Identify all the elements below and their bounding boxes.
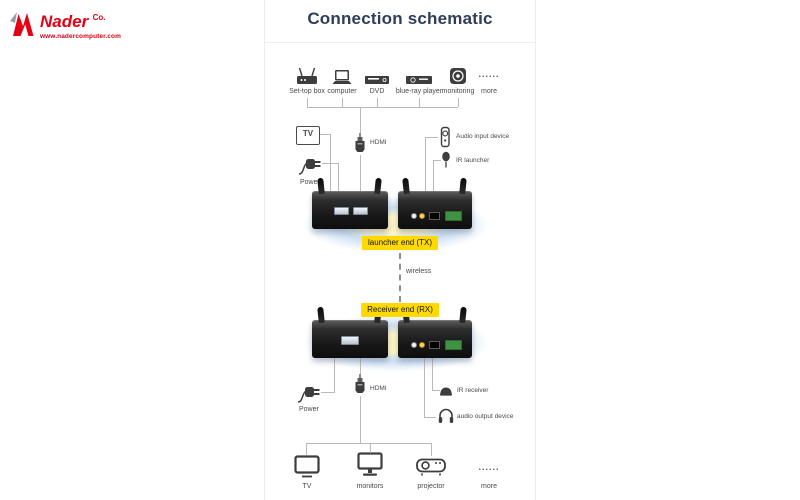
- connector-line: [425, 137, 438, 138]
- tx-tag: launcher end (TX): [361, 236, 439, 250]
- brand-logo: Nader Co. www.nadercomputer.com: [10, 8, 160, 44]
- ir-receiver-icon: [440, 387, 452, 396]
- power-label-bottom: Power: [299, 406, 319, 413]
- wireless-label: wireless: [406, 268, 432, 275]
- connector-line: [432, 390, 440, 391]
- output-label-more: more: [481, 483, 497, 490]
- connector-line: [433, 160, 434, 192]
- source-label-monitoring: monitoring: [441, 88, 475, 95]
- connector-line: [360, 357, 361, 375]
- connector-line: [431, 443, 432, 456]
- source-label-more: more: [481, 88, 497, 95]
- dvd-player-icon: [365, 76, 389, 84]
- content-frame-right: [535, 0, 536, 500]
- hdmi-port: [334, 207, 349, 215]
- connector-line: [306, 443, 307, 455]
- brand-text: Nader Co. www.nadercomputer.com: [40, 13, 121, 40]
- connector-line: [321, 392, 334, 393]
- rx-tag: Receiver end (RX): [361, 303, 439, 317]
- connector-line: [338, 163, 339, 192]
- antenna: [317, 306, 325, 324]
- power-plug-icon: [298, 159, 321, 175]
- output-label-monitors: monitors: [356, 483, 384, 490]
- terminal-block: [445, 211, 462, 221]
- hdmi-port: [341, 336, 359, 345]
- power-plug-icon: [297, 387, 320, 403]
- connector-line: [370, 443, 371, 453]
- connector-line: [318, 134, 330, 135]
- connector-line: [433, 160, 441, 161]
- tx-front-box: [312, 177, 388, 229]
- brand-name: Nader: [40, 12, 89, 31]
- io-port: [429, 341, 440, 349]
- rx-front-box: [312, 306, 388, 358]
- antenna: [402, 177, 410, 195]
- wireless-link-line: [399, 253, 401, 302]
- bluray-player-icon: [406, 76, 432, 84]
- ir-receiver-label: IR receiver: [457, 387, 489, 394]
- ir-launcher-label: IR launcher: [456, 157, 490, 164]
- rca-jack-white: [411, 342, 417, 348]
- title-divider: [265, 42, 535, 43]
- source-label-set-top-box: Set-top box: [289, 88, 325, 95]
- hdmi-connector-icon: [355, 374, 365, 393]
- connector-line: [424, 417, 436, 418]
- source-label-computer: computer: [327, 88, 357, 95]
- source-label-bluray: blue-ray player: [395, 88, 443, 95]
- connector-line: [307, 98, 308, 107]
- audio-input-label: Audio input device: [456, 133, 510, 140]
- audio-input-device-icon: [440, 126, 450, 148]
- output-label-projector: projector: [417, 483, 445, 490]
- audio-output-label: audio output device: [457, 413, 514, 420]
- brand-suffix: Co.: [92, 13, 106, 22]
- rca-jack-yellow: [419, 342, 425, 348]
- set-top-box-icon: [297, 67, 317, 84]
- antenna: [459, 177, 467, 195]
- antenna: [459, 306, 467, 324]
- hdmi-label-bottom: HDMI: [370, 385, 387, 392]
- connector-line: [322, 163, 338, 164]
- source-label-dvd: DVD: [369, 88, 385, 95]
- tx-rear-box: [398, 177, 472, 229]
- output-label-tv: TV: [302, 483, 312, 490]
- antenna: [317, 177, 325, 195]
- connector-line: [425, 137, 426, 192]
- page-title: Connection schematic: [307, 9, 493, 28]
- source-bus-line: [307, 107, 458, 108]
- connector-line: [342, 98, 343, 107]
- ellipsis-dots: ......: [478, 69, 500, 79]
- connector-line: [334, 357, 335, 393]
- projector-icon: [416, 458, 446, 476]
- power-label-top: Power: [300, 179, 320, 186]
- connector-line: [360, 107, 361, 133]
- tv-icon: [294, 455, 320, 478]
- antenna: [374, 177, 382, 195]
- tv-source-box: TV: [296, 126, 320, 145]
- connector-line: [432, 357, 433, 390]
- content-frame-left: [264, 0, 265, 500]
- monitor-icon: [357, 452, 383, 476]
- connector-line: [419, 98, 420, 107]
- rca-jack-white: [411, 213, 417, 219]
- ellipsis-dots: ......: [478, 462, 500, 472]
- output-bus-line: [306, 443, 432, 444]
- connector-line: [377, 98, 378, 107]
- connector-line: [424, 357, 425, 417]
- io-port: [429, 212, 440, 220]
- headphones-icon: [438, 408, 454, 423]
- rca-jack-yellow: [419, 213, 425, 219]
- brand-website: www.nadercomputer.com: [40, 33, 121, 40]
- rx-rear-box: [398, 306, 472, 358]
- terminal-block: [445, 340, 462, 350]
- ir-launcher-icon: [442, 151, 450, 168]
- connector-line: [458, 98, 459, 107]
- hdmi-port: [353, 207, 368, 215]
- connector-line: [360, 155, 361, 192]
- connector-line: [360, 396, 361, 443]
- hdmi-label-top: HDMI: [370, 139, 387, 146]
- camera-icon: [450, 68, 466, 84]
- hdmi-connector-icon: [355, 133, 365, 152]
- laptop-icon: [332, 70, 352, 84]
- brand-logo-icon: [10, 12, 34, 36]
